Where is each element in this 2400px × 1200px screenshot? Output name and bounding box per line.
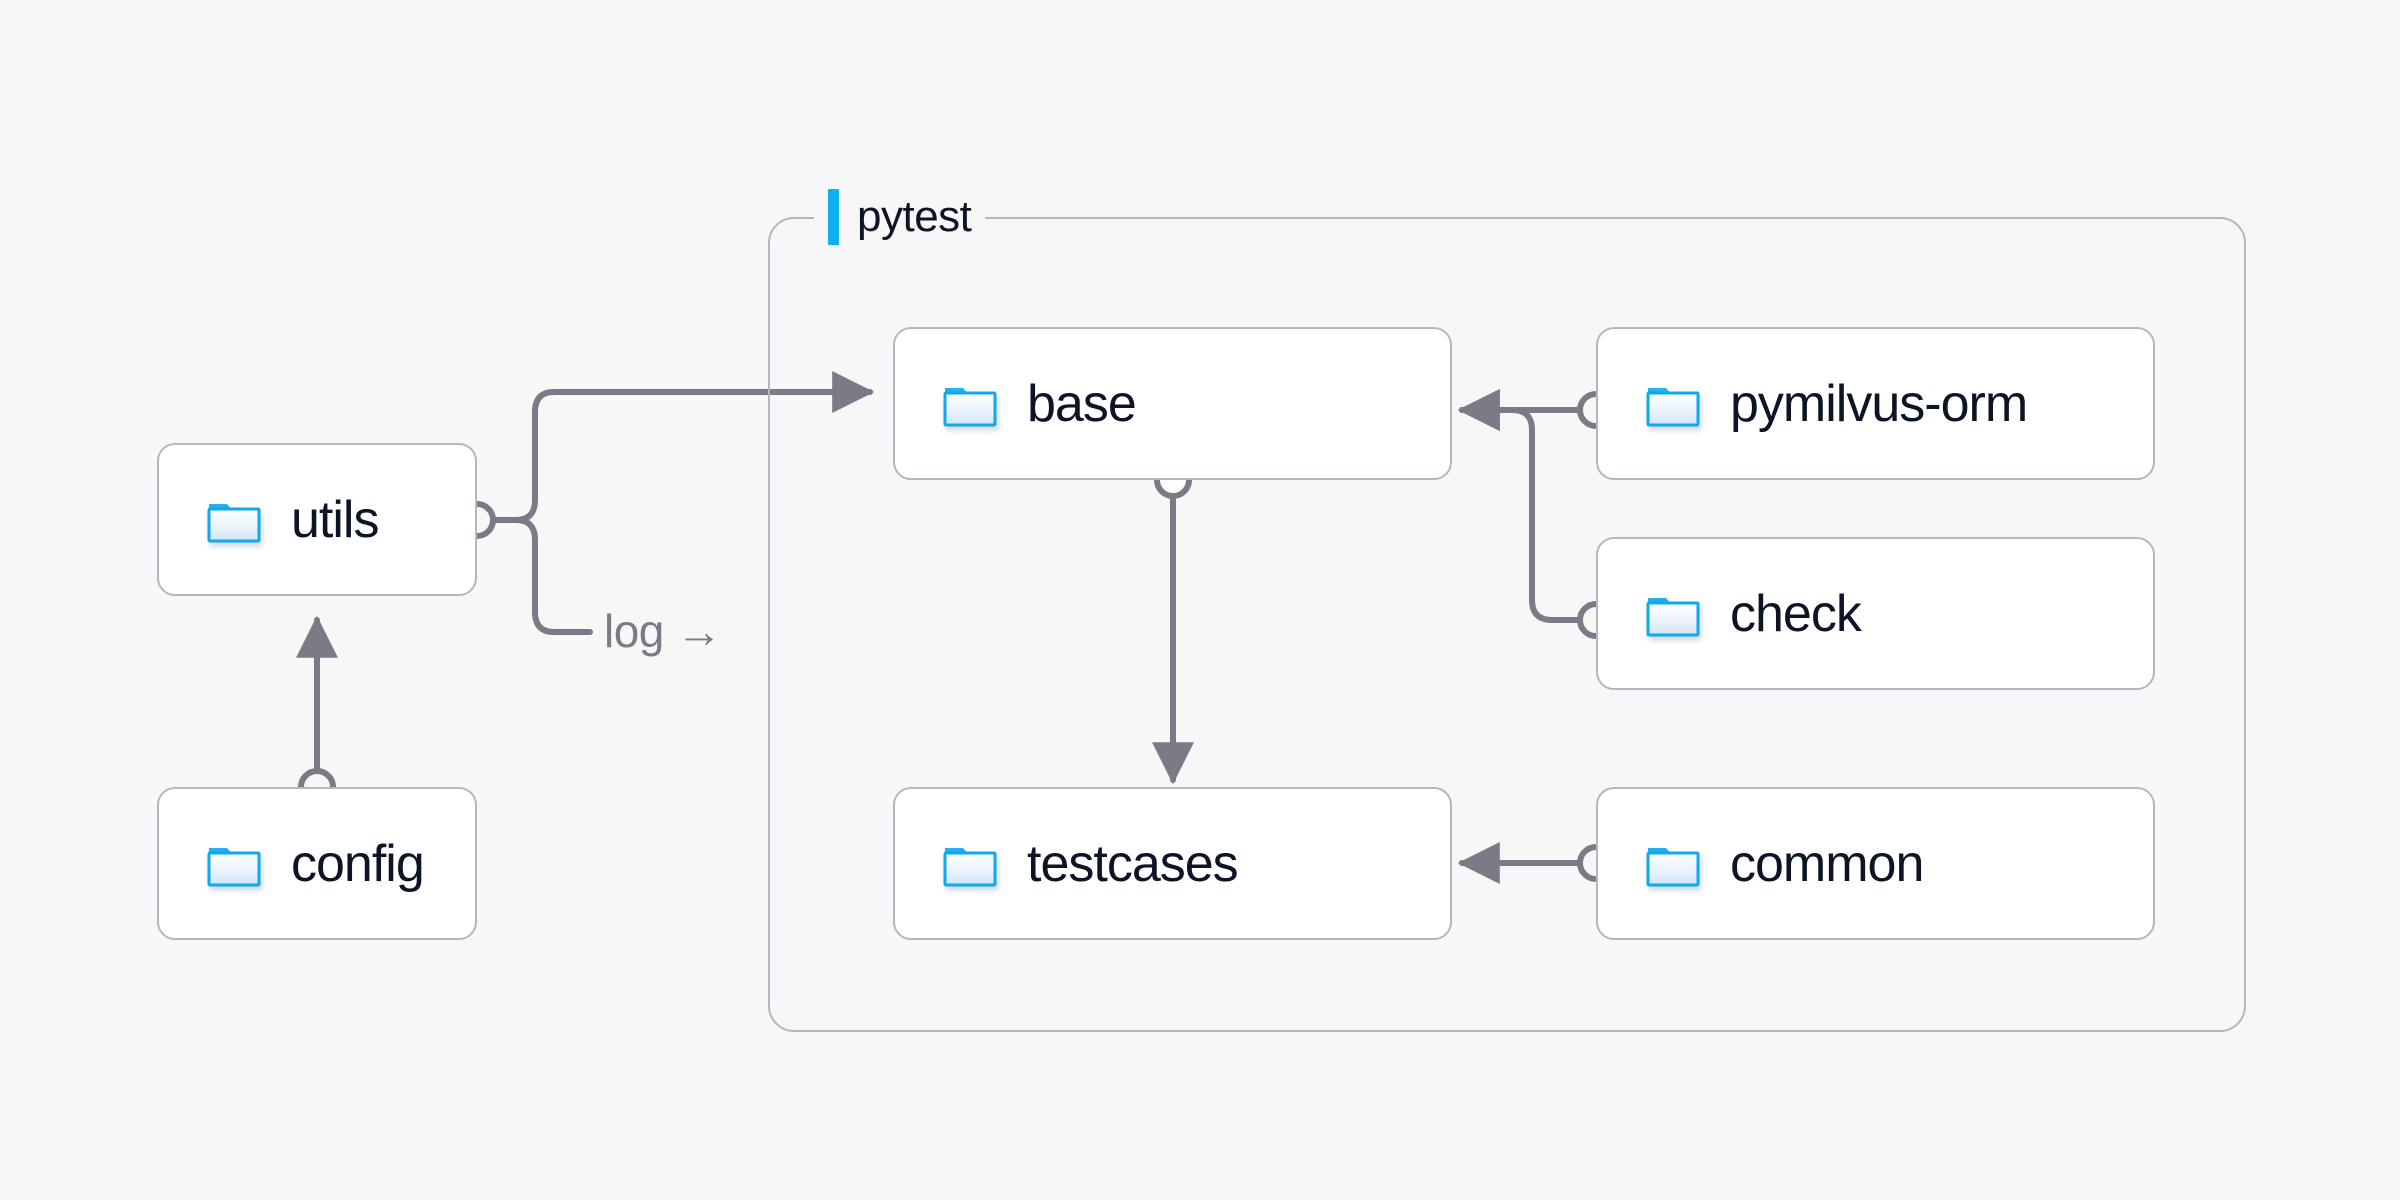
group-pytest-label: pytest xyxy=(857,192,972,241)
node-base-label: base xyxy=(1027,374,1137,433)
node-base[interactable]: base xyxy=(893,327,1452,480)
node-testcases-label: testcases xyxy=(1027,834,1239,893)
folder-icon xyxy=(1646,590,1700,638)
edge-label-log: log → xyxy=(604,608,722,654)
node-utils[interactable]: utils xyxy=(157,443,477,596)
folder-icon xyxy=(207,840,261,888)
edge-label-log-text: log xyxy=(604,605,664,657)
node-config[interactable]: config xyxy=(157,787,477,940)
node-config-label: config xyxy=(291,834,425,893)
folder-icon xyxy=(943,380,997,428)
node-check-label: check xyxy=(1730,584,1862,643)
node-pymilvus-orm-label: pymilvus-orm xyxy=(1730,374,2028,433)
folder-icon xyxy=(1646,380,1700,428)
folder-icon xyxy=(1646,840,1700,888)
group-pytest[interactable] xyxy=(768,217,2246,1032)
node-common-label: common xyxy=(1730,834,1924,893)
folder-icon xyxy=(943,840,997,888)
node-common[interactable]: common xyxy=(1596,787,2155,940)
folder-icon xyxy=(207,496,261,544)
node-check[interactable]: check xyxy=(1596,537,2155,690)
node-testcases[interactable]: testcases xyxy=(893,787,1452,940)
edge-utils-to-log xyxy=(490,517,593,635)
group-pytest-header: pytest xyxy=(814,189,986,245)
arrow-right-icon: → xyxy=(676,605,722,657)
node-utils-label: utils xyxy=(291,490,379,549)
group-accent-bar-icon xyxy=(828,189,839,245)
node-pymilvus-orm[interactable]: pymilvus-orm xyxy=(1596,327,2155,480)
